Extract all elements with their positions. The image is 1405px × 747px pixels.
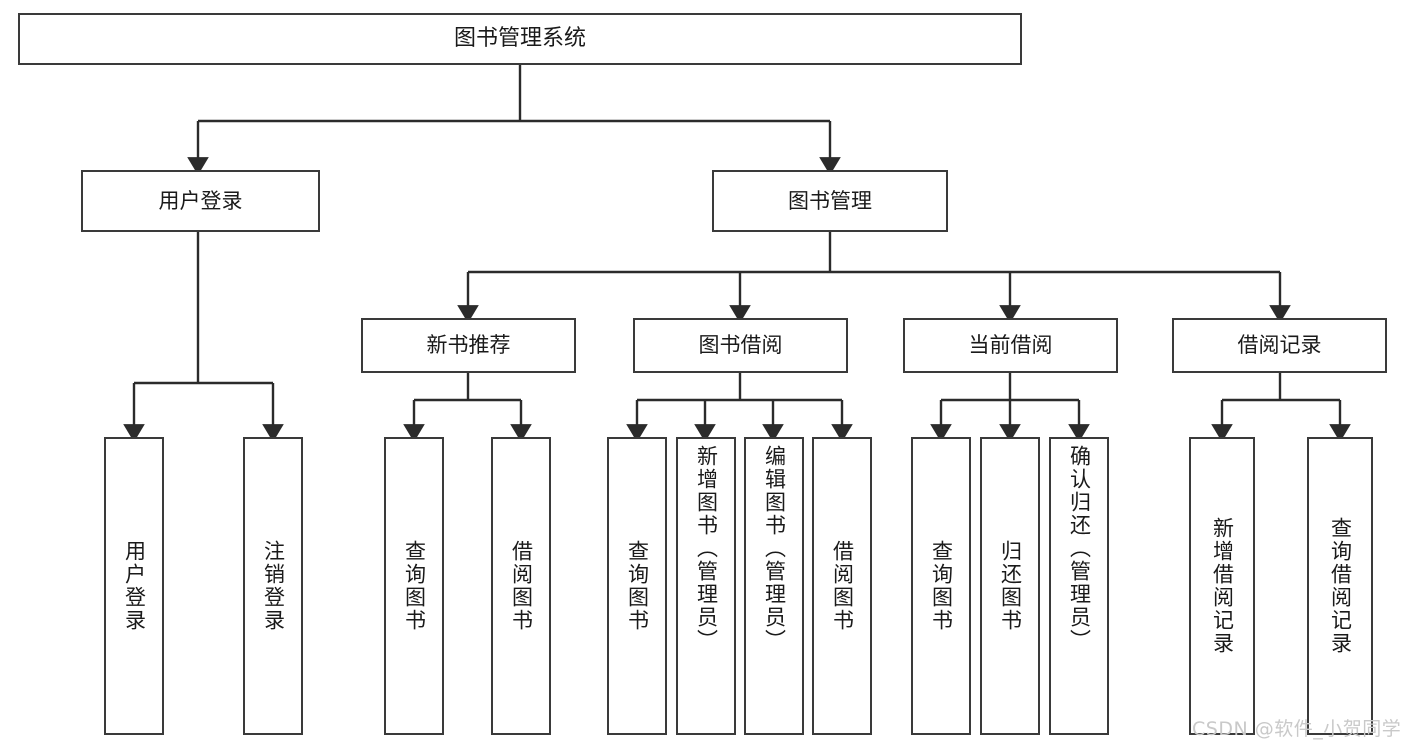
node-book-borrow-label: 图书借阅 <box>698 333 783 358</box>
csdn-watermark: CSDN @软件_小贺同学 <box>1192 718 1402 740</box>
node-leaf-query-borrow-record-label: 查询借阅记录 <box>1328 517 1353 655</box>
node-leaf-query-book-borrow-label: 查询图书 <box>625 540 650 632</box>
node-leaf-borrow-book-borrow-label: 借阅图书 <box>830 540 855 632</box>
node-book-management-label: 图书管理 <box>788 188 872 213</box>
node-leaf-add-book-admin-label: 新增图书（管理员） <box>694 445 719 652</box>
node-leaf-return-book[interactable]: 归还图书 <box>980 437 1040 735</box>
node-leaf-borrow-book-recommend[interactable]: 借阅图书 <box>491 437 551 735</box>
node-leaf-user-login-label: 用户登录 <box>122 540 147 632</box>
node-root-label: 图书管理系统 <box>453 26 586 52</box>
node-leaf-borrow-book-recommend-label: 借阅图书 <box>509 540 534 632</box>
node-root-book-management-system[interactable]: 图书管理系统 <box>18 13 1022 65</box>
node-leaf-user-logout[interactable]: 注销登录 <box>243 437 303 735</box>
node-leaf-query-book-recommend-label: 查询图书 <box>402 540 427 632</box>
node-leaf-confirm-return-admin-label: 确认归还（管理员） <box>1067 445 1092 652</box>
node-leaf-query-book-current-label: 查询图书 <box>929 540 954 632</box>
node-user-login[interactable]: 用户登录 <box>81 170 320 232</box>
node-leaf-return-book-label: 归还图书 <box>998 540 1023 632</box>
node-leaf-add-borrow-record-label: 新增借阅记录 <box>1210 517 1235 655</box>
node-leaf-query-borrow-record[interactable]: 查询借阅记录 <box>1307 437 1373 735</box>
node-leaf-query-book-recommend[interactable]: 查询图书 <box>384 437 444 735</box>
node-leaf-query-book-borrow[interactable]: 查询图书 <box>607 437 667 735</box>
node-current-borrow-label: 当前借阅 <box>968 333 1053 358</box>
node-leaf-add-borrow-record[interactable]: 新增借阅记录 <box>1189 437 1255 735</box>
node-borrow-record[interactable]: 借阅记录 <box>1172 318 1387 373</box>
node-new-book-recommend[interactable]: 新书推荐 <box>361 318 576 373</box>
node-book-management[interactable]: 图书管理 <box>712 170 948 232</box>
node-leaf-edit-book-admin-label: 编辑图书（管理员） <box>762 445 787 652</box>
node-leaf-borrow-book-borrow[interactable]: 借阅图书 <box>812 437 872 735</box>
node-leaf-confirm-return-admin[interactable]: 确认归还（管理员） <box>1049 437 1109 735</box>
node-leaf-user-login[interactable]: 用户登录 <box>104 437 164 735</box>
node-user-login-label: 用户登录 <box>158 188 243 213</box>
node-leaf-edit-book-admin[interactable]: 编辑图书（管理员） <box>744 437 804 735</box>
node-new-book-recommend-label: 新书推荐 <box>426 333 511 358</box>
node-leaf-add-book-admin[interactable]: 新增图书（管理员） <box>676 437 736 735</box>
node-leaf-user-logout-label: 注销登录 <box>261 540 286 632</box>
node-book-borrow[interactable]: 图书借阅 <box>633 318 848 373</box>
node-borrow-record-label: 借阅记录 <box>1237 333 1322 358</box>
node-leaf-query-book-current[interactable]: 查询图书 <box>911 437 971 735</box>
node-current-borrow[interactable]: 当前借阅 <box>903 318 1118 373</box>
